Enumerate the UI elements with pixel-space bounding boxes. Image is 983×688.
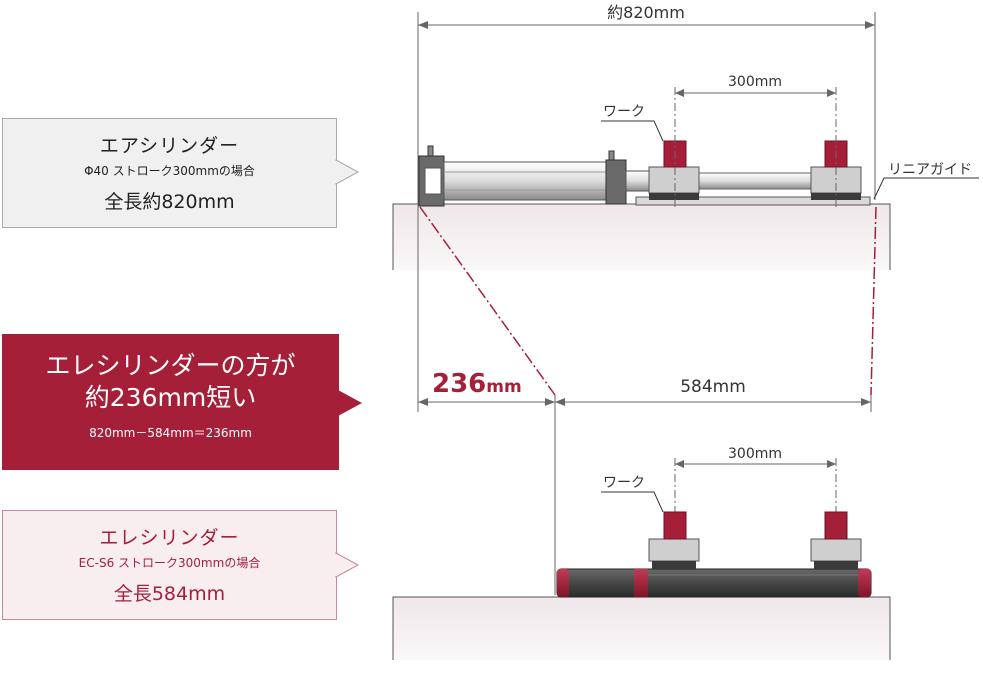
difference-projection-right [870, 206, 877, 396]
air-cylinder-title: エアシリンダー [99, 135, 240, 157]
air-cylinder [418, 145, 812, 207]
ele-cylinder-length: 全長584mm [113, 583, 226, 605]
ele-length-label: 584mm [680, 377, 746, 397]
bottom-carriage-left [648, 511, 700, 569]
air-cylinder-subtitle: Φ40 ストローク300mmの場合 [84, 164, 255, 178]
ele-cylinder-title: エレシリンダー [99, 527, 240, 549]
difference-callout-pointer [338, 390, 362, 416]
top-stroke-label: 300mm [728, 74, 782, 90]
total-length-label: 約820mm [607, 3, 685, 22]
linear-guide-rail [635, 196, 871, 206]
difference-line1: エレシリンダーの方が [45, 351, 296, 380]
top-work-label: ワーク [603, 104, 645, 120]
linear-guide-label: リニアガイド [888, 162, 972, 178]
air-callout-pointer [335, 159, 360, 185]
ele-cylinder-subtitle: EC-S6 ストローク300mmの場合 [78, 556, 261, 570]
bottom-work-label: ワーク [603, 475, 645, 491]
air-cylinder-length: 全長約820mm [104, 191, 235, 213]
air-cylinder-callout: エアシリンダー Φ40 ストローク300mmの場合 全長約820mm [2, 118, 337, 228]
difference-unit: mm [486, 377, 521, 397]
difference-line2: 約236mm短い [84, 383, 257, 412]
svg-text:236mm: 236mm [432, 369, 522, 399]
difference-projection-left [419, 206, 556, 396]
bottom-stroke-label: 300mm [728, 446, 782, 462]
electric-cylinder [556, 568, 872, 598]
ele-callout-pointer [335, 552, 360, 578]
bottom-carriage-right [810, 511, 862, 569]
difference-callout: エレシリンダーの方が 約236mm短い 820mm－584mm＝236mm [2, 334, 339, 470]
ele-cylinder-callout: エレシリンダー EC-S6 ストローク300mmの場合 全長584mm [2, 510, 337, 620]
difference-value: 236 [432, 369, 486, 399]
top-carriage-left [648, 140, 700, 200]
difference-formula: 820mm－584mm＝236mm [89, 426, 252, 440]
